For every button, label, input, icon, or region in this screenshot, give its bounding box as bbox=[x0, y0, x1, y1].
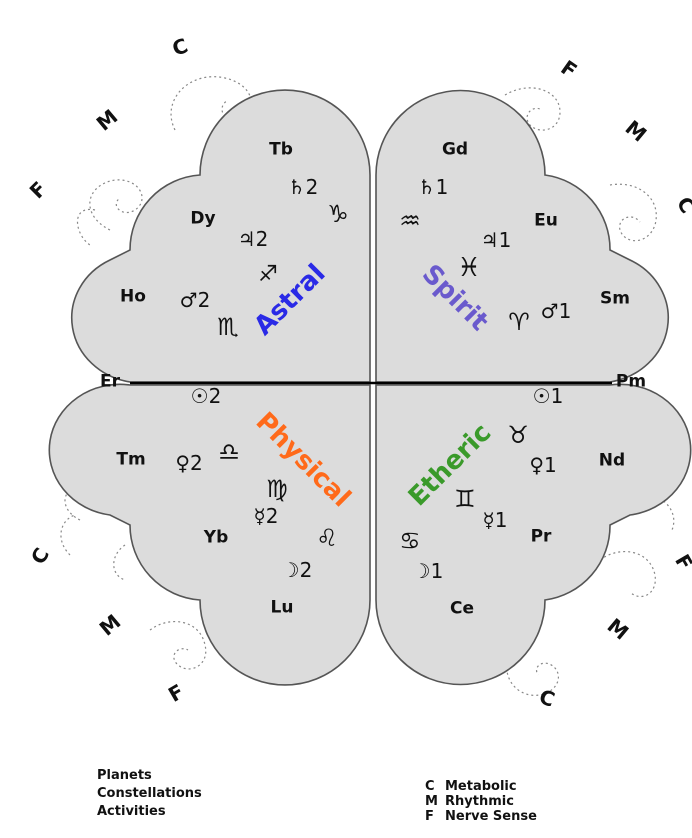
legend-constellations: Constellations bbox=[97, 786, 202, 804]
legend-code: F bbox=[425, 809, 445, 824]
moon-2-symbol: ☽2 bbox=[282, 560, 313, 580]
legend-row: C Metabolic bbox=[425, 779, 537, 794]
aries-icon: ♈ bbox=[508, 310, 530, 334]
lobe-label-ho: Ho bbox=[120, 289, 146, 306]
venus-1-symbol: ♀1 bbox=[529, 455, 556, 475]
virgo-icon: ♍ bbox=[266, 477, 288, 501]
saturn-1-symbol: ♄1 bbox=[418, 177, 449, 197]
lobe-label-gd: Gd bbox=[442, 142, 468, 159]
lobe-label-pr: Pr bbox=[531, 529, 552, 546]
legend-right: C Metabolic M Rhythmic F Nerve Sense bbox=[425, 779, 537, 824]
sagittarius-icon: ♐ bbox=[258, 264, 278, 286]
leo-icon: ♌ bbox=[316, 526, 338, 550]
legend-activities: Activities bbox=[97, 804, 202, 822]
gemini-icon: ♊ bbox=[454, 487, 476, 511]
clover-body bbox=[49, 90, 690, 685]
aquarius-icon: ♒ bbox=[399, 209, 421, 233]
mercury-2-symbol: ☿2 bbox=[254, 506, 279, 526]
lobe-label-sm: Sm bbox=[600, 291, 630, 308]
capricorn-icon: ♑ bbox=[327, 202, 349, 226]
legend-code: C bbox=[425, 779, 445, 794]
cancer-icon: ♋ bbox=[399, 529, 421, 553]
legend-row: F Nerve Sense bbox=[425, 809, 537, 824]
axis-label-right: Pm bbox=[616, 374, 646, 391]
jupiter-1-symbol: ♃1 bbox=[481, 230, 512, 250]
libra-icon: ♎ bbox=[218, 440, 240, 464]
lobe-label-tm: Tm bbox=[116, 452, 145, 469]
legend-label: Nerve Sense bbox=[445, 809, 537, 824]
axis-label-left: Er bbox=[100, 374, 120, 391]
legend-left: Planets Constellations Activities bbox=[97, 768, 202, 822]
mars-1-symbol: ♂1 bbox=[541, 301, 572, 321]
venus-2-symbol: ♀2 bbox=[175, 453, 202, 473]
pisces-icon: ♓ bbox=[457, 255, 480, 281]
sun-2-symbol: ☉2 bbox=[191, 386, 222, 406]
jupiter-2-symbol: ♃2 bbox=[238, 229, 269, 249]
lobe-label-eu: Eu bbox=[534, 213, 558, 230]
lobe-label-tb: Tb bbox=[269, 142, 293, 159]
taurus-icon: ♉ bbox=[507, 423, 529, 447]
lobe-label-yb: Yb bbox=[204, 530, 228, 547]
mars-2-symbol: ♂2 bbox=[180, 290, 211, 310]
lobe-label-ce: Ce bbox=[450, 601, 474, 618]
sun-1-symbol: ☉1 bbox=[533, 386, 564, 406]
lobe-label-lu: Lu bbox=[271, 600, 294, 617]
moon-1-symbol: ☽1 bbox=[413, 561, 444, 581]
lobe-label-dy: Dy bbox=[190, 211, 215, 228]
scorpio-icon: ♏ bbox=[217, 315, 239, 339]
legend-code: M bbox=[425, 794, 445, 809]
legend-label: Metabolic bbox=[445, 779, 517, 794]
lobe-label-nd: Nd bbox=[599, 453, 625, 470]
legend-planets: Planets bbox=[97, 768, 202, 786]
mercury-1-symbol: ☿1 bbox=[483, 510, 508, 530]
saturn-2-symbol: ♄2 bbox=[288, 177, 319, 197]
four-leaf-diagram: Er Pm Astral Spirit Physical Etheric Tb … bbox=[0, 0, 692, 740]
legend-label: Rhythmic bbox=[445, 794, 514, 809]
legend-row: M Rhythmic bbox=[425, 794, 537, 809]
